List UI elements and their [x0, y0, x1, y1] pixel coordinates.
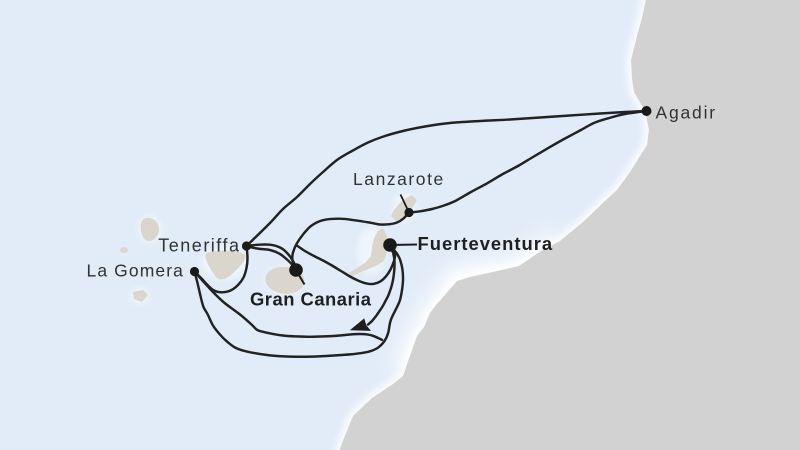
svg-text:Lanzarote: Lanzarote [353, 169, 445, 189]
svg-text:Gran Canaria: Gran Canaria [250, 288, 372, 309]
svg-text:Teneriffa: Teneriffa [158, 235, 240, 255]
svg-text:La Gomera: La Gomera [87, 261, 184, 281]
svg-text:Fuerteventura: Fuerteventura [418, 233, 554, 254]
svg-text:Agadir: Agadir [656, 102, 717, 122]
